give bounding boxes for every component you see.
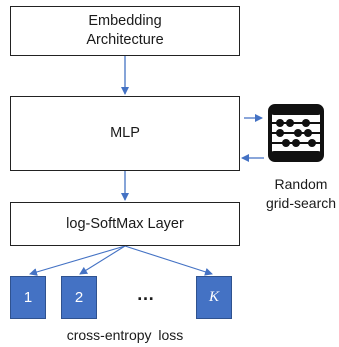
cross-entropy-loss-label: cross-entropy loss [66,327,184,343]
class-2-label: 2 [74,289,84,306]
class-1-label: 1 [23,289,33,306]
log-softmax-label: log-SoftMax Layer [66,215,184,232]
embedding-label-line1: Embedding [88,13,162,29]
search-label-line1: Random [274,176,328,192]
mlp-box: MLP [10,96,240,171]
log-softmax-box: log-SoftMax Layer [10,202,240,246]
class-k-label: K [208,289,219,305]
arrow-softmax-to-class-2 [79,245,126,275]
class-box-2: 2 [61,276,97,319]
embedding-architecture-box: Embedding Architecture [10,6,240,56]
random-grid-search-label: Random grid-search [262,175,339,213]
search-label-line2: grid-search [265,195,337,211]
arrow-softmax-to-class-1 [29,245,126,276]
mlp-label: MLP [110,125,140,141]
class-box-1: 1 [10,276,46,319]
arrow-softmax-to-class-k [124,245,213,276]
embedding-label-line2: Architecture [86,32,164,48]
abacus-icon [268,104,324,162]
class-ellipsis: … [136,284,156,304]
class-box-k: K [196,276,232,319]
